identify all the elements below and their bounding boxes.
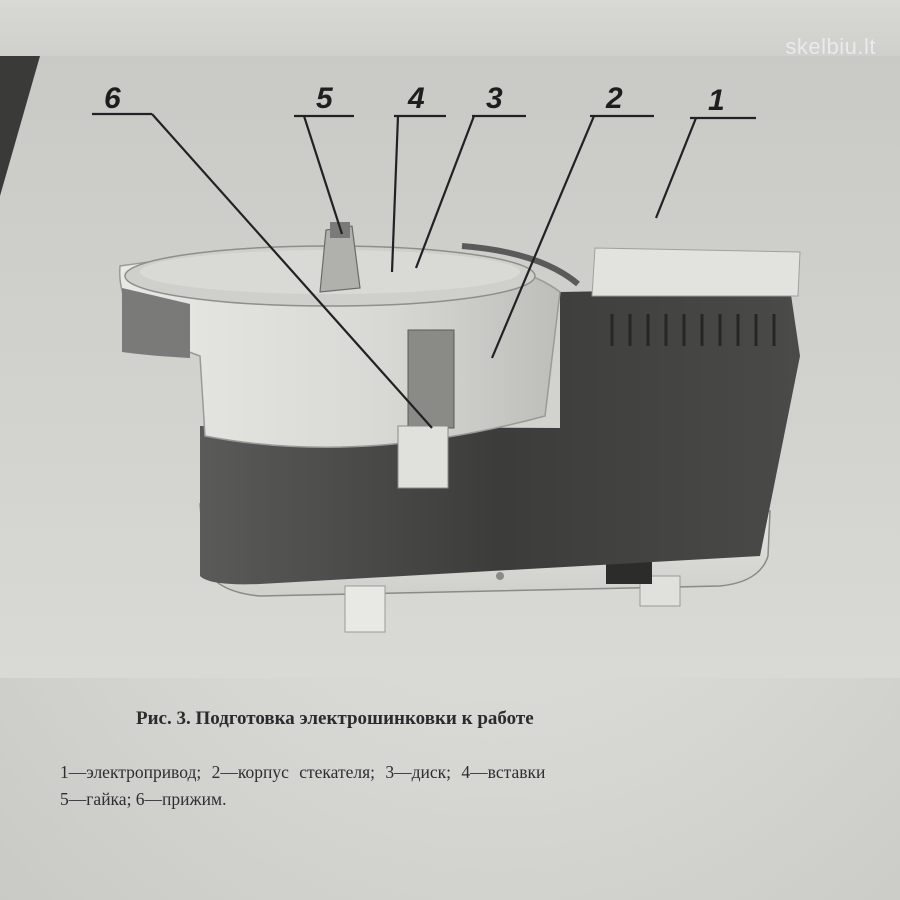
chute-edge — [461, 243, 580, 287]
callout-6: 6 — [104, 82, 121, 115]
bowl-side-shadow — [122, 288, 190, 358]
shadow-corner — [0, 56, 40, 196]
machine-foot-left — [344, 585, 386, 633]
watermark: skelbiu.lt — [785, 34, 876, 59]
callout-leaders — [92, 112, 756, 429]
machine-foot-right — [639, 575, 681, 607]
callout-1: 1 — [708, 84, 725, 117]
motor-lid — [591, 247, 801, 297]
spindle-nut — [319, 225, 361, 293]
base-screw — [496, 572, 504, 580]
figure-legend-line-2: 5—гайка; 6—прижим. — [60, 789, 227, 809]
callout-4: 4 — [407, 82, 425, 115]
clamp-lower — [397, 425, 449, 489]
callout-2: 2 — [605, 82, 623, 115]
motor-vents — [610, 314, 776, 346]
page-top-margin — [0, 0, 900, 62]
callout-5: 5 — [316, 82, 334, 115]
figure-caption: Рис. 3. Подготовка электрошинковки к раб… — [136, 708, 534, 729]
clamp-upper — [407, 329, 455, 429]
callout-3: 3 — [486, 82, 503, 115]
motor-housing — [200, 288, 800, 585]
figure-photo: 6 5 4 3 2 1 — [0, 56, 900, 678]
figure-legend-line-1: 1—электропривод; 2—корпус стекателя; 3—д… — [60, 762, 546, 782]
